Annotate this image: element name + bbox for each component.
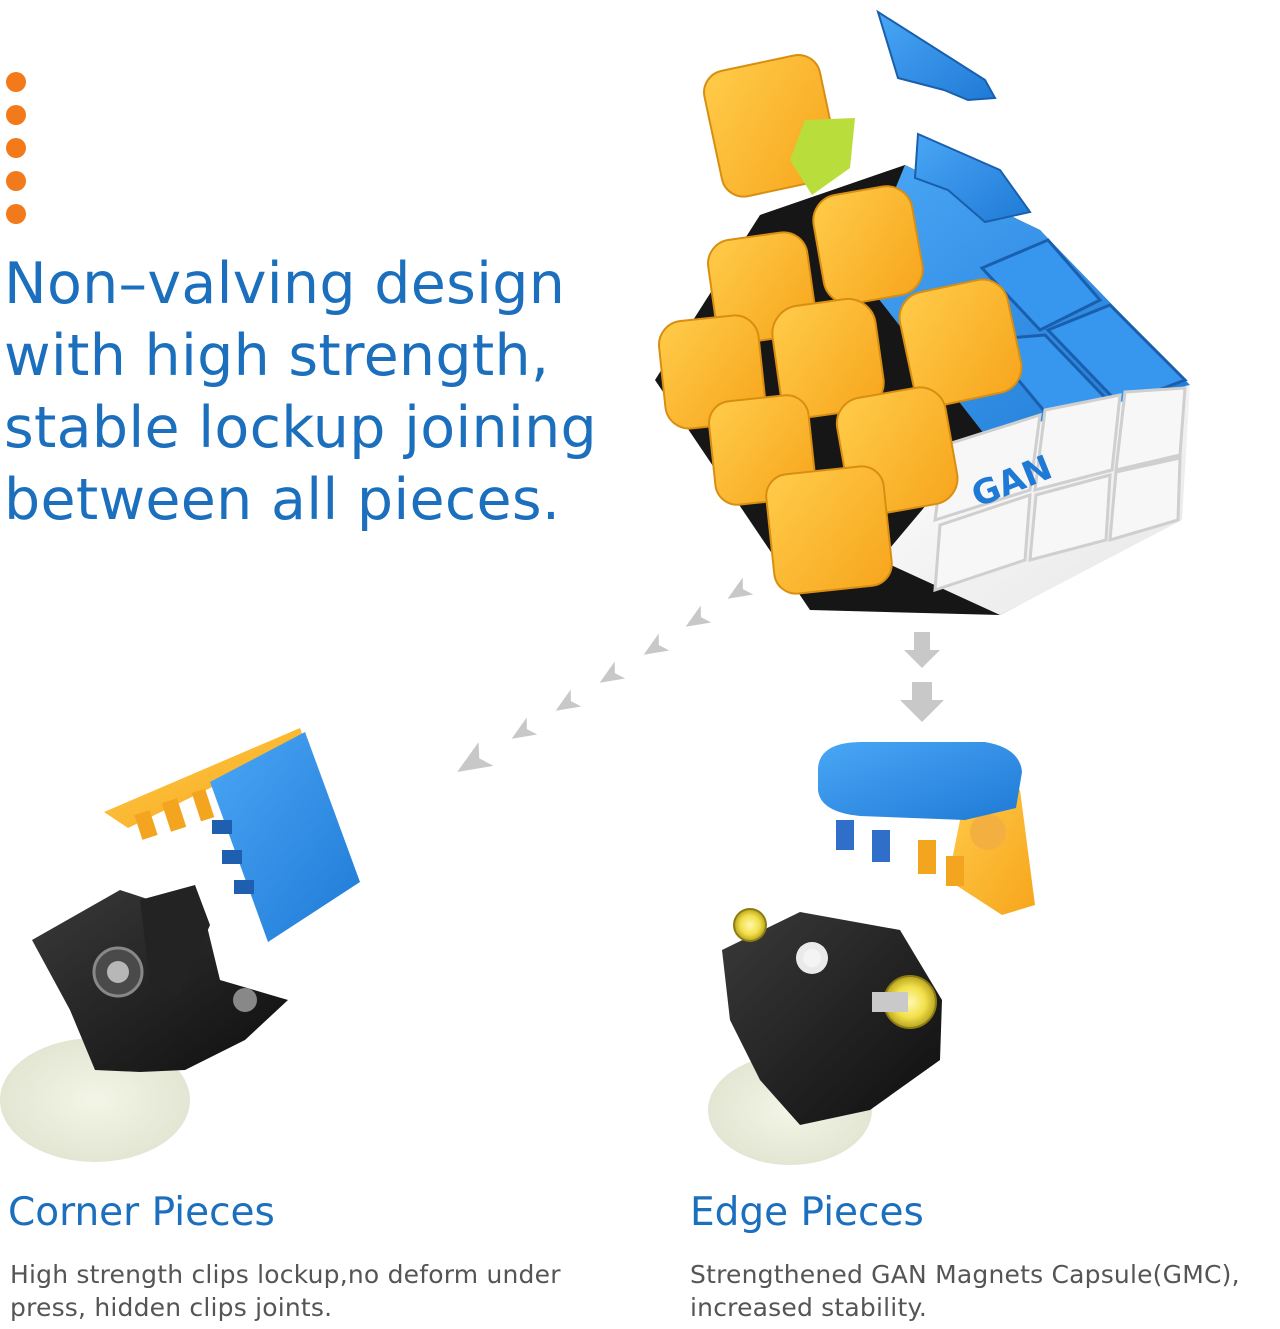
corner-pieces-title: Corner Pieces (8, 1190, 275, 1235)
edge-description-line: increased stability. (690, 1293, 928, 1322)
cube-icon: GAN (655, 9, 1190, 615)
corner-description-line: High strength clips lockup,no deform und… (10, 1260, 561, 1289)
headline-line: stable lockup joining (4, 395, 598, 461)
orange-dot-icon (6, 72, 26, 92)
corner-pieces-description: High strength clips lockup,no deform und… (10, 1258, 630, 1324)
orange-dot-icon (6, 138, 26, 158)
headline-line: between all pieces. (4, 467, 561, 533)
edge-pieces-description: Strengthened GAN Magnets Capsule(GMC), i… (690, 1258, 1280, 1324)
decorative-dots (6, 72, 30, 237)
corner-piece-illustration (0, 728, 360, 1162)
edge-pieces-title: Edge Pieces (690, 1190, 924, 1235)
headline-line: Non–valving design (4, 251, 566, 317)
edge-piece-illustration (708, 742, 1035, 1165)
orange-dot-icon (6, 171, 26, 191)
edge-description-line: Strengthened GAN Magnets Capsule(GMC), (690, 1260, 1240, 1289)
product-illustration: GAN (0, 9, 1190, 1165)
headline-line: with high strength, (4, 323, 550, 389)
arrow-icon (457, 577, 944, 773)
orange-dot-icon (6, 204, 26, 224)
corner-description-line: press, hidden clips joints. (10, 1293, 333, 1322)
orange-dot-icon (6, 105, 26, 125)
headline: Non–valving design with high strength, s… (4, 248, 644, 536)
